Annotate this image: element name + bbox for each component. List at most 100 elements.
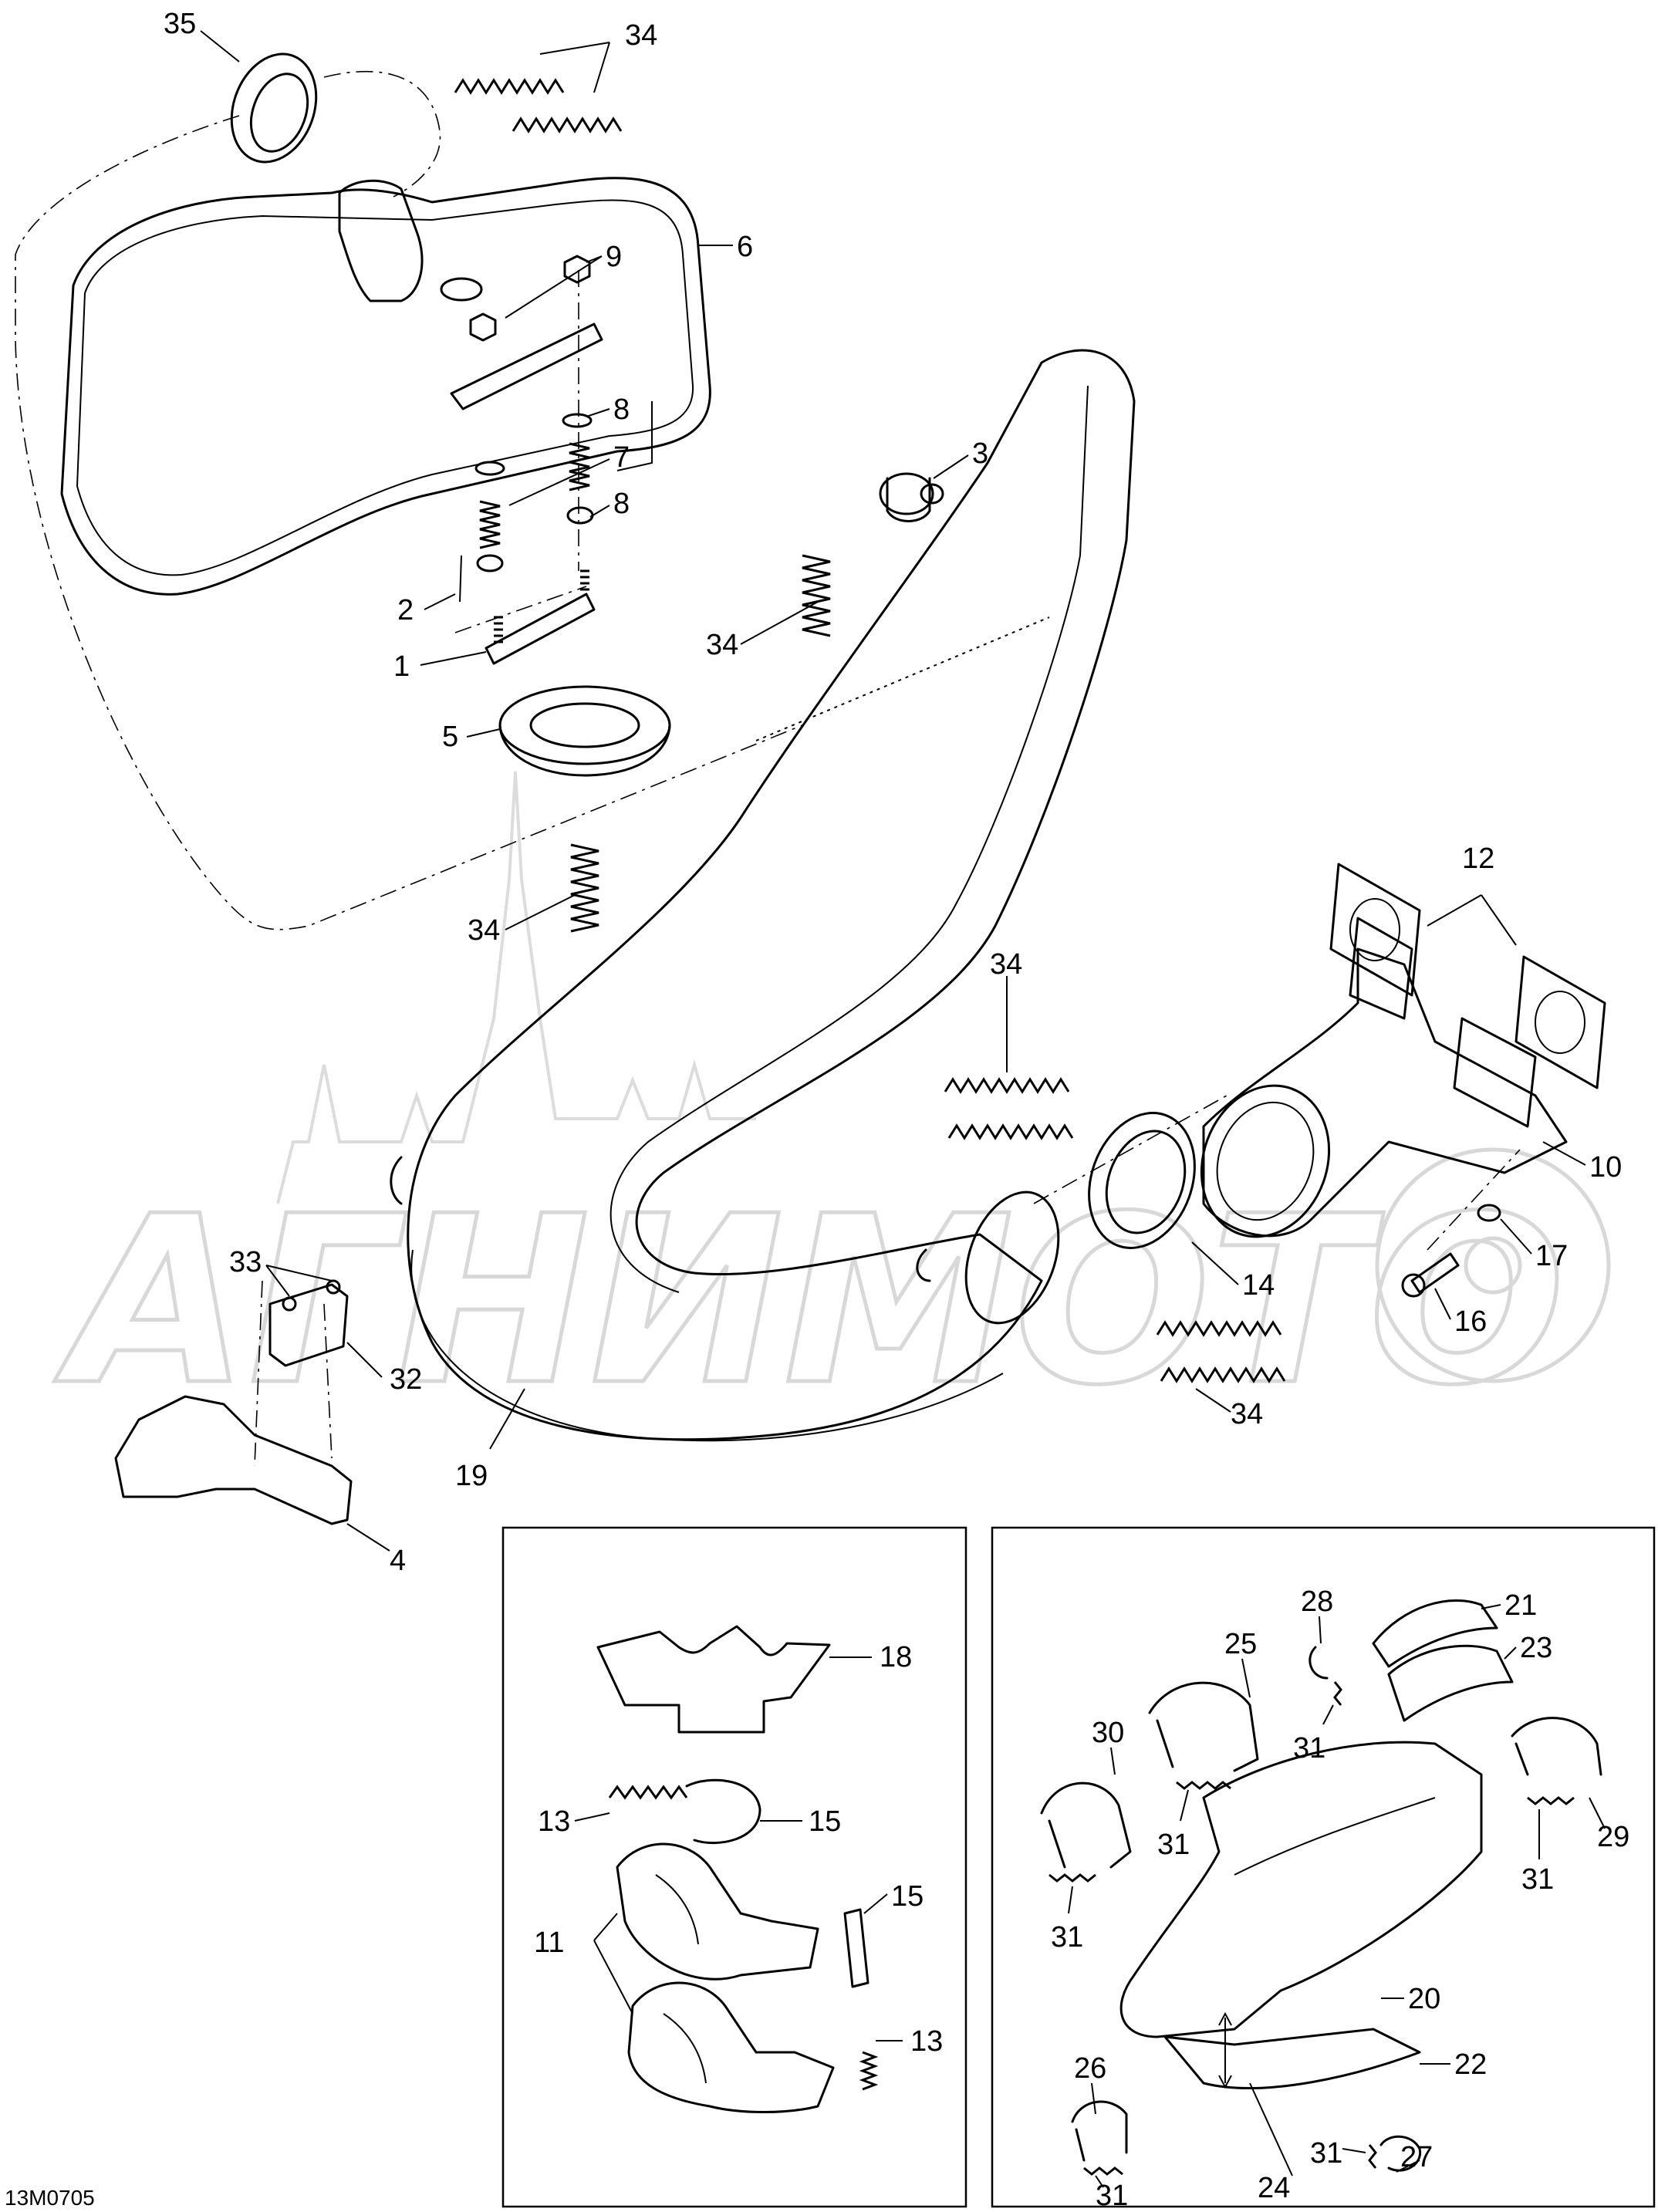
callout-31: 31: [1051, 1921, 1083, 1954]
callout-5: 5: [442, 721, 458, 753]
callout-34: 34: [706, 629, 738, 661]
callout-4: 4: [390, 1545, 406, 1577]
callout-6: 6: [737, 231, 753, 263]
callout-23: 23: [1520, 1632, 1552, 1664]
part-13-spring-inset-b: [859, 2051, 879, 2091]
callout-29: 29: [1597, 1821, 1629, 1853]
axis-line-flange: [1033, 1095, 1227, 1204]
callout-17: 17: [1535, 1240, 1568, 1272]
pipe-hook-left: [390, 1156, 403, 1205]
phantom-outline-large: [15, 115, 803, 930]
inset-frame-left: [501, 1526, 967, 2208]
callout-30: 30: [1092, 1717, 1124, 1749]
callout-34: 34: [990, 948, 1022, 981]
part-30-band: [1040, 1781, 1132, 1869]
part-23-shield: [1387, 1644, 1514, 1722]
spring-34-right-b: [947, 1123, 1074, 1140]
callout-12: 12: [1462, 843, 1494, 875]
part-11-shield-a-seam: [655, 1874, 699, 1945]
mount-hardware: [459, 255, 596, 665]
callout-10: 10: [1589, 1151, 1622, 1184]
callout-25: 25: [1224, 1628, 1257, 1660]
gasket-12-b: [1514, 955, 1606, 1089]
inset-frame-right: [991, 1526, 1656, 2208]
phantom-line-mount: [755, 616, 1050, 741]
callout-2: 2: [397, 594, 414, 626]
part-13-spring-inset-a: [608, 1785, 688, 1800]
drawing-reference-code: 13M0705: [5, 2186, 95, 2210]
spring-34-mid: [802, 554, 831, 637]
part-8-bushing-b: [566, 506, 594, 525]
callout-33: 33: [229, 1246, 262, 1278]
callout-34: 34: [1231, 1398, 1263, 1430]
part-24-arrow: [1218, 2011, 1232, 2089]
leader-lines: [200, 30, 1606, 2188]
springs-34: [454, 78, 1286, 1383]
part-14-seal-ring: [1088, 1112, 1196, 1249]
axis-line-bracket-b: [323, 1303, 333, 1459]
part-8-washer-a: [474, 461, 505, 476]
manifold-flange-a: [1349, 917, 1413, 1020]
part-27-clamp: [1379, 2135, 1422, 2172]
part-6-muffler: [60, 177, 711, 596]
callout-7: 7: [613, 441, 630, 474]
gasket-12-a: [1329, 863, 1421, 997]
part-8-bushing-a: [476, 554, 504, 572]
part-5-grommet: [498, 685, 671, 777]
part-15-clip-b: [843, 1908, 870, 1988]
muffler-seam: [76, 199, 694, 576]
part-9-nut-b: [563, 255, 591, 284]
callout-15: 15: [809, 1805, 841, 1838]
part-31-spring-a: [1333, 1681, 1342, 1706]
muffler-bracket: [450, 323, 603, 410]
part-15-clip-a: [685, 1778, 761, 1845]
axis-line-bolt16: [1427, 1149, 1521, 1251]
callout-35: 35: [164, 8, 196, 40]
callout-21: 21: [1504, 1589, 1537, 1622]
part-4-bracket: [114, 1395, 353, 1525]
manifold-outlet-inner: [1216, 1101, 1315, 1221]
part-11-shield-b: [627, 1981, 835, 2113]
callout-9: 9: [606, 241, 622, 273]
muffler-inlet-neck: [338, 179, 424, 302]
callout-20: 20: [1408, 1983, 1440, 2015]
spring-34-top-a: [454, 78, 565, 95]
part-3-rubber-mount: [879, 472, 944, 522]
callout-24: 24: [1258, 2172, 1290, 2204]
callout-8: 8: [613, 488, 630, 520]
callout-16: 16: [1454, 1305, 1487, 1338]
manifold-body: [1202, 947, 1568, 1238]
callout-31: 31: [1293, 1732, 1325, 1765]
part-12-gaskets: [1329, 863, 1606, 1089]
callout-3: 3: [972, 437, 988, 470]
part-9-nut-a: [469, 312, 497, 342]
callout-31: 31: [1157, 1829, 1190, 1861]
callout-32: 32: [390, 1363, 422, 1396]
pipe-seam-lower: [410, 1249, 1004, 1442]
callout-31: 31: [1310, 2137, 1342, 2170]
part-35-grommet: [230, 52, 318, 164]
pipe-hook: [916, 1248, 931, 1282]
callout-31: 31: [1096, 2180, 1128, 2212]
part-31-spring-e: [1083, 2166, 1123, 2176]
part-19-tuned-pipe: [390, 349, 1136, 1442]
watermark-text: АГНИМОТО: [52, 1167, 1565, 1436]
part-1-stud-b: [580, 569, 589, 591]
muffler-boss: [440, 277, 483, 302]
part-31-spring-b: [1176, 1781, 1231, 1790]
callout-22: 22: [1454, 2048, 1487, 2081]
callout-18: 18: [880, 1641, 912, 1673]
part-16-bolt: [1401, 1252, 1460, 1298]
part-7-spring-a: [479, 500, 501, 549]
pipe-outlet: [964, 1190, 1060, 1325]
callout-28: 28: [1301, 1586, 1333, 1618]
callout-19: 19: [455, 1460, 488, 1492]
part-20-seam: [1234, 1797, 1436, 1876]
part-31-spring-f: [1368, 2144, 1377, 2169]
callout-27: 27: [1400, 2141, 1433, 2173]
pipe-seam: [610, 385, 1089, 1293]
callout-34: 34: [625, 19, 657, 52]
part-1-stud-a: [494, 616, 503, 643]
callout-34: 34: [468, 914, 500, 947]
